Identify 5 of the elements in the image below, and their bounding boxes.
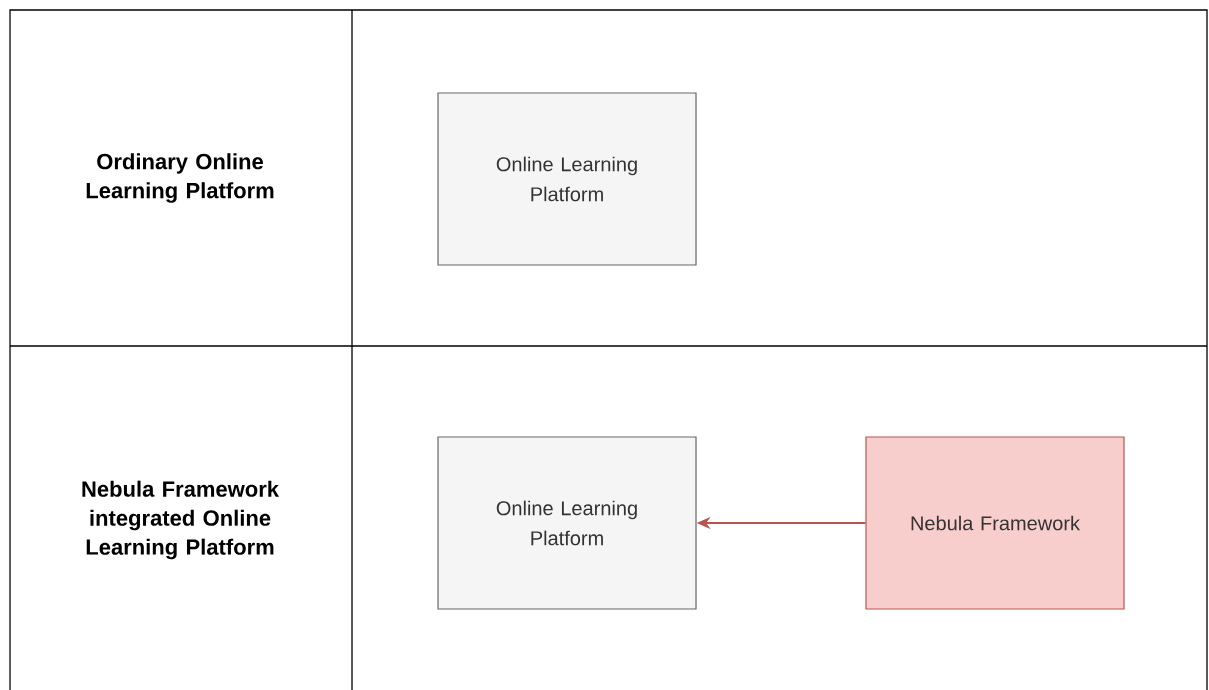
row-header: Ordinary Online Learning Platform xyxy=(86,153,274,203)
process-box: Online Learning Platform xyxy=(437,436,697,610)
process-box: Nebula Framework xyxy=(865,436,1125,610)
row-header: Nebula Framework integrated Online Learning Platform xyxy=(82,480,280,560)
process-box: Online Learning Platform xyxy=(437,92,697,266)
